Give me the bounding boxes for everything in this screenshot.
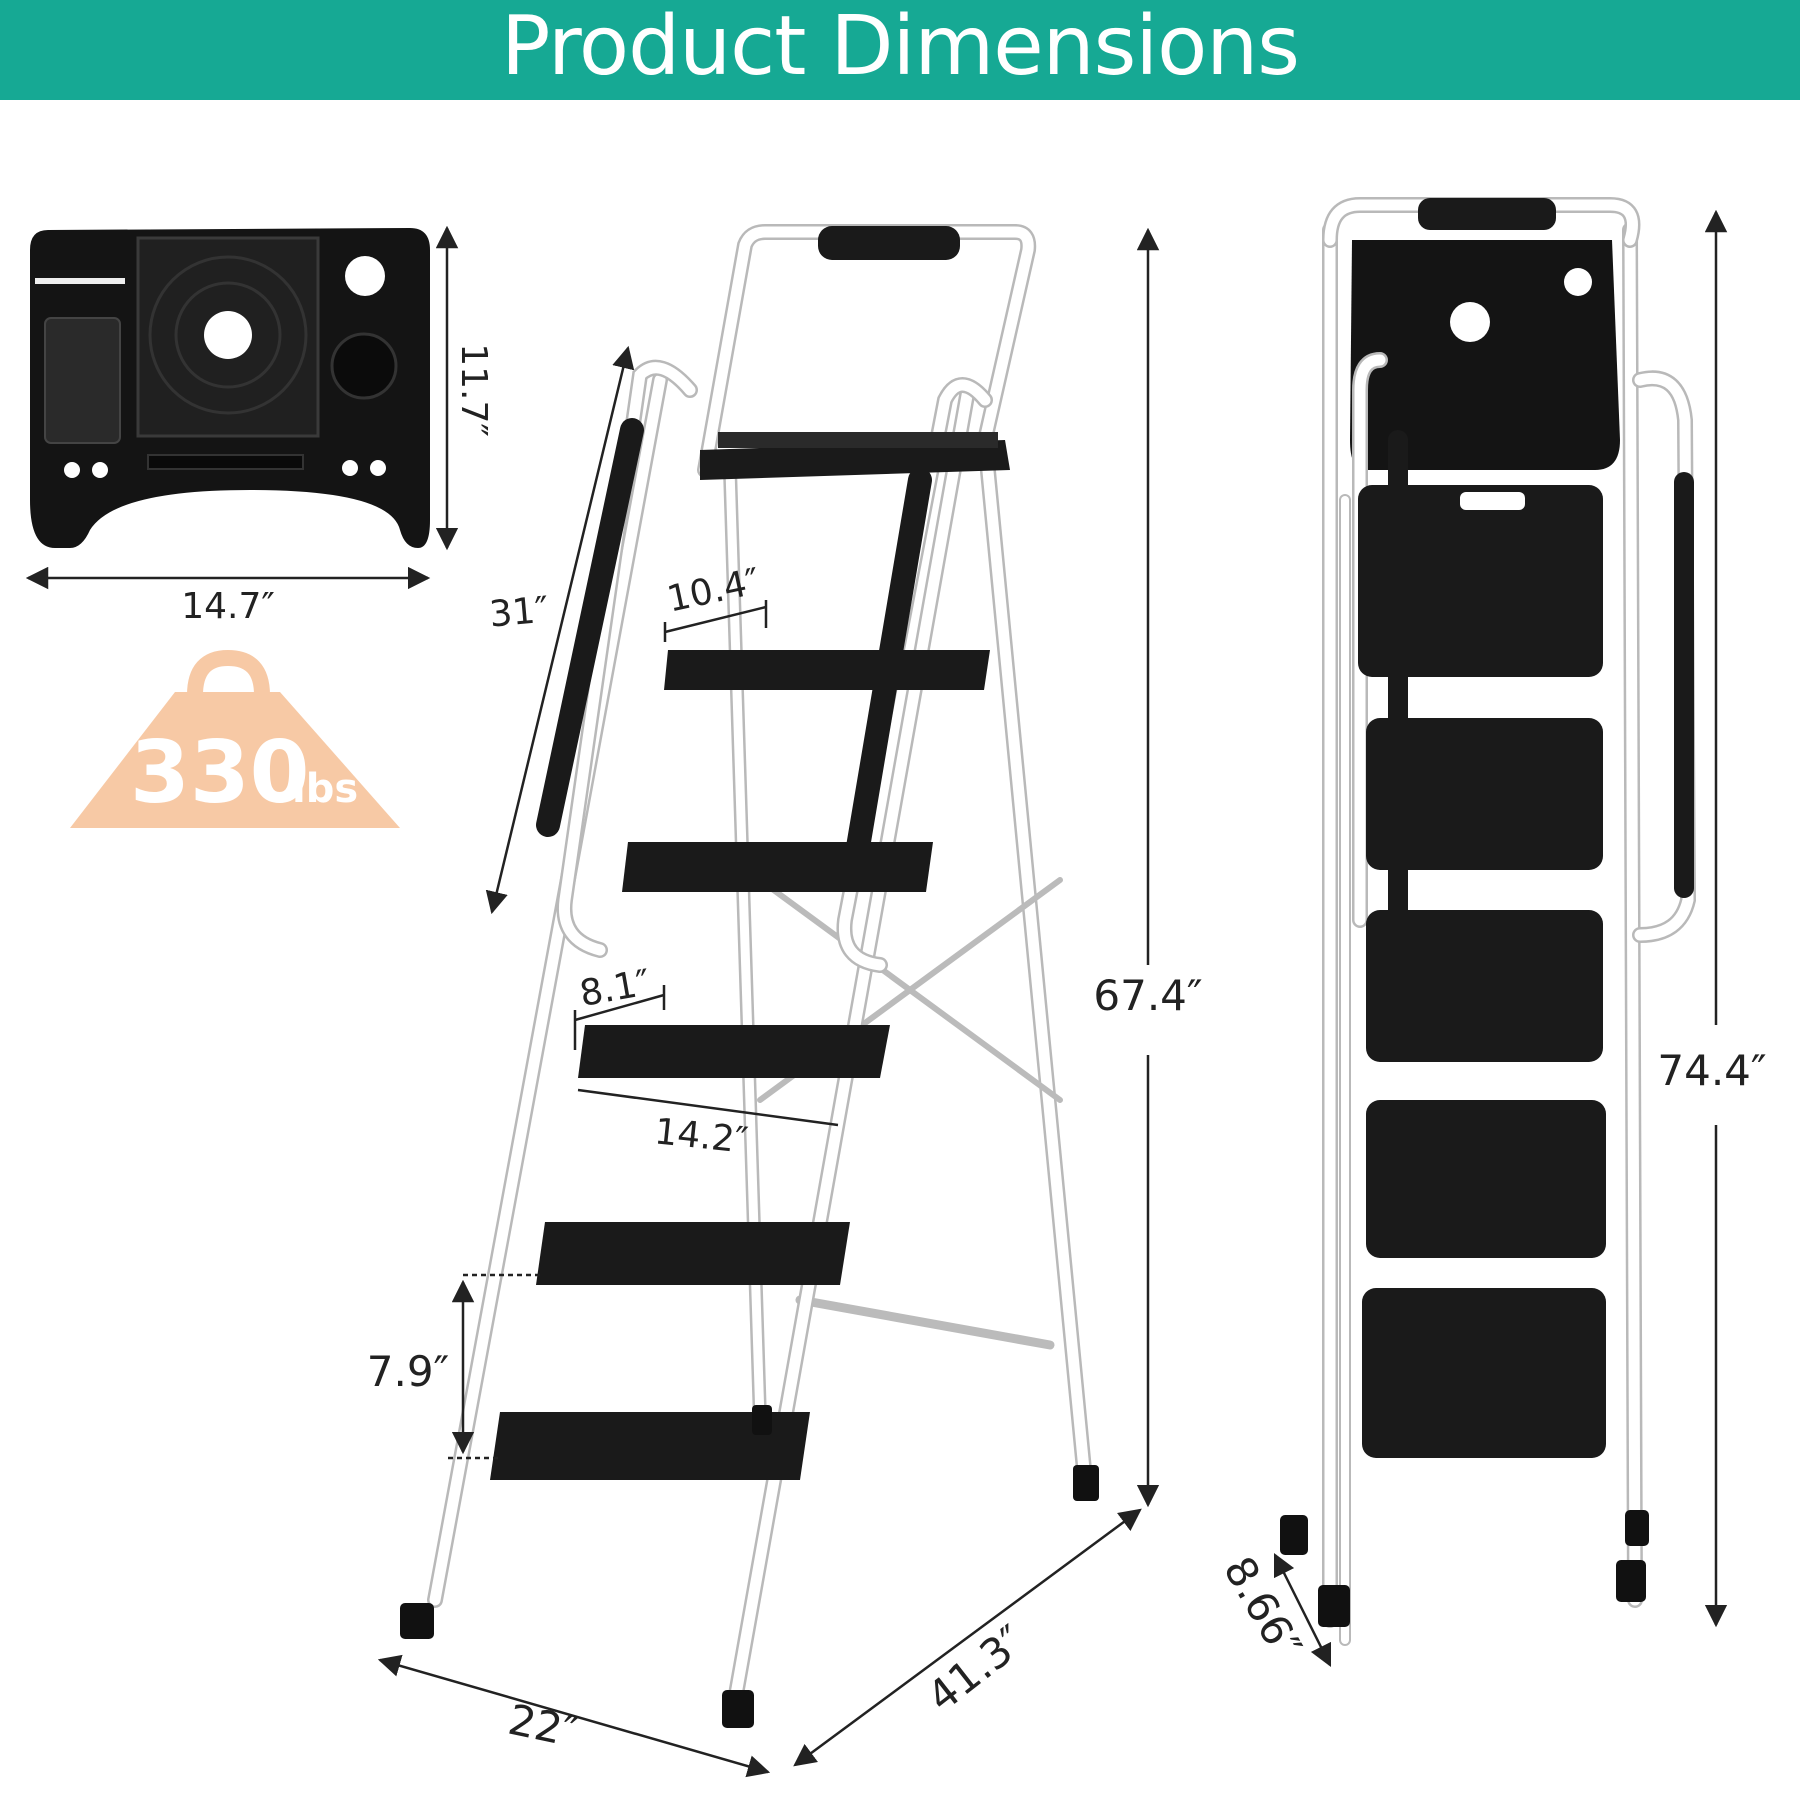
ladder-open-view bbox=[400, 224, 1099, 1728]
title-banner: Product Dimensions bbox=[0, 0, 1800, 100]
tray-width-label: 14.7″ bbox=[181, 586, 275, 627]
step-width-label: 14.2″ bbox=[653, 1111, 750, 1162]
ladder-folded-view bbox=[1280, 197, 1697, 1646]
tray-height-label: 11.7″ bbox=[453, 343, 494, 437]
handrail-length-label: 31″ bbox=[488, 590, 551, 636]
ladder-open-dimension-lines bbox=[377, 227, 1160, 1778]
folded-depth-label: 8.66″ bbox=[1214, 1548, 1311, 1667]
tray-top-view bbox=[30, 228, 430, 548]
weight-value: 330 bbox=[130, 723, 310, 823]
step-depth-label: 8.1″ bbox=[577, 962, 654, 1015]
folded-height-label: 74.4″ bbox=[1657, 1046, 1766, 1095]
base-width-label: 22″ bbox=[504, 1695, 582, 1757]
weight-capacity-badge: 330 lbs bbox=[70, 649, 400, 828]
page-title: Product Dimensions bbox=[501, 0, 1300, 94]
open-height-label: 67.4″ bbox=[1093, 971, 1202, 1020]
ladder-folded-dimension-lines bbox=[1273, 209, 1728, 1668]
weight-unit: lbs bbox=[292, 766, 358, 812]
step-spacing-label: 7.9″ bbox=[367, 1347, 449, 1396]
tray-dimension-lines bbox=[25, 225, 459, 590]
